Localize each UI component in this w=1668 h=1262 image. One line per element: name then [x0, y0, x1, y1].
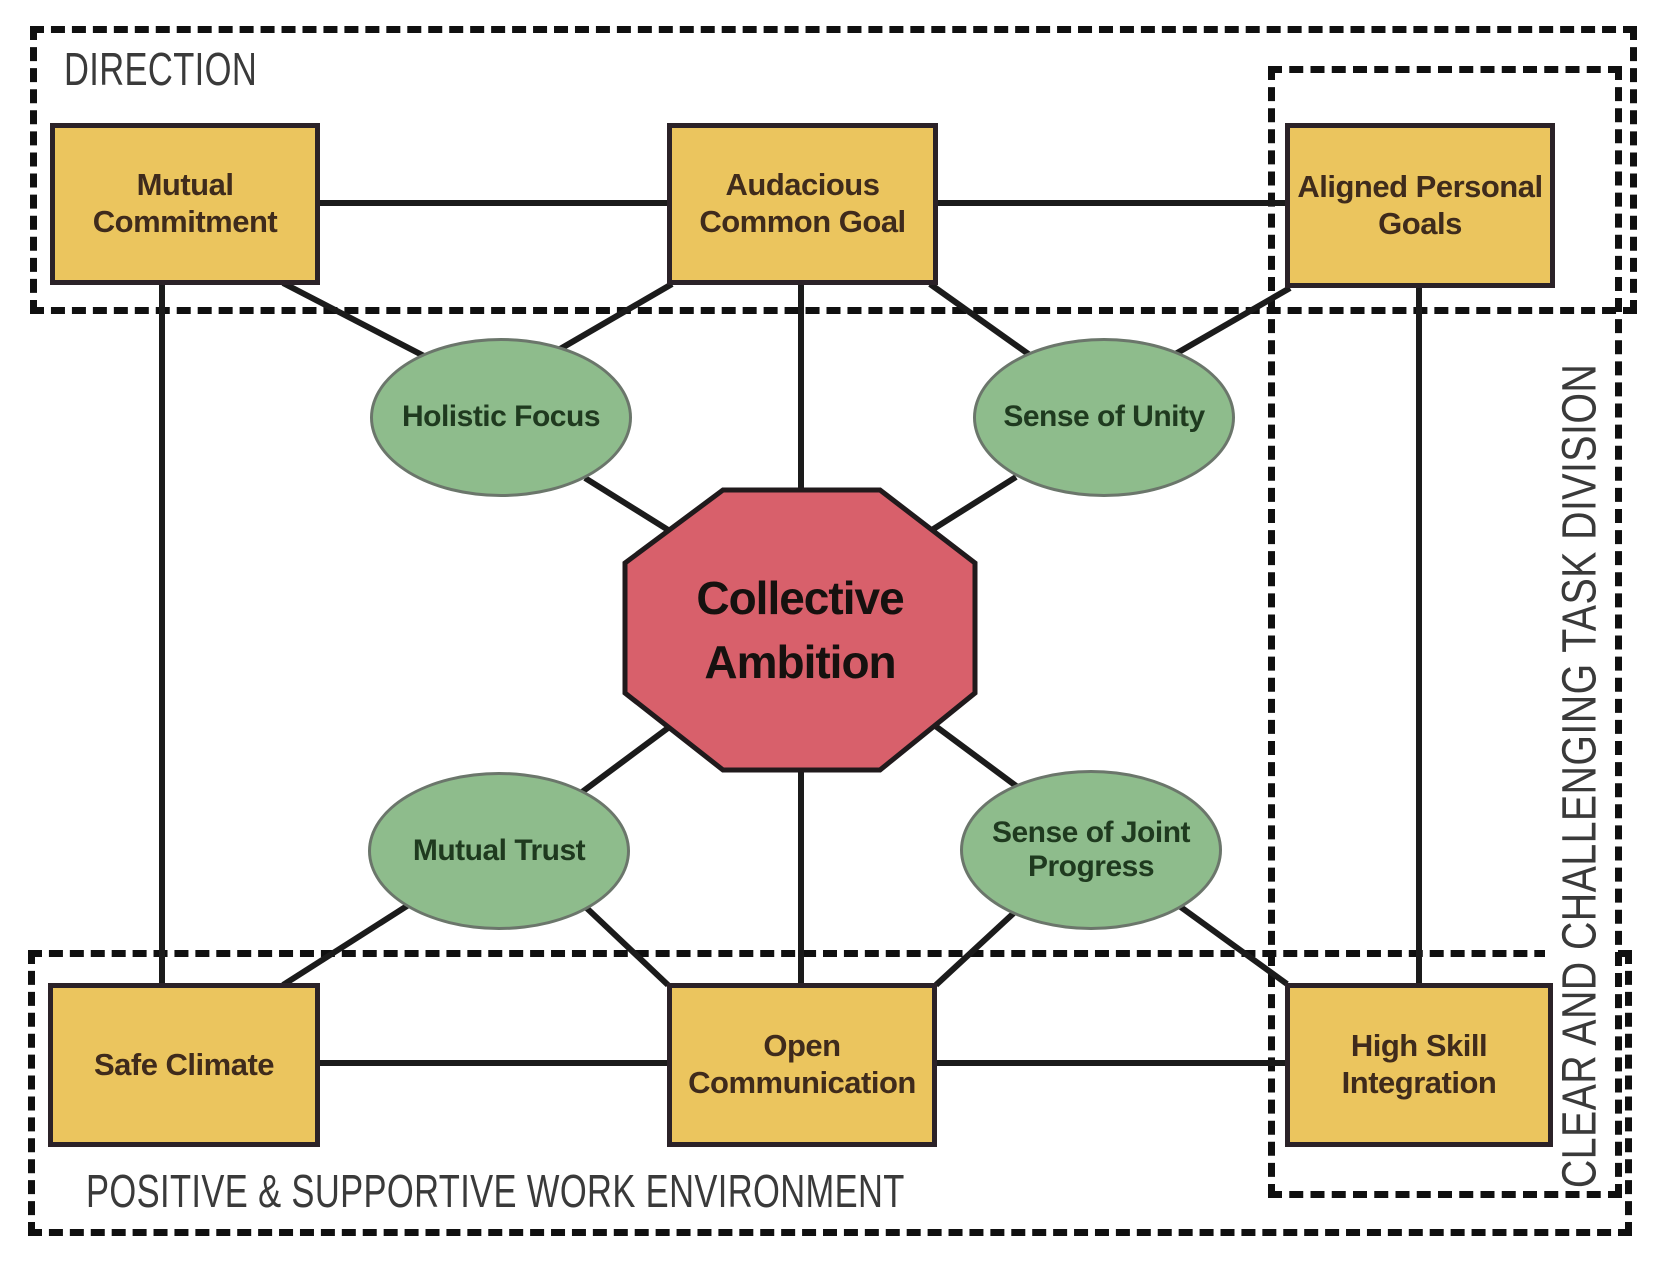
edge-collective-ambition--mutual-trust	[576, 725, 670, 798]
zone-task-division	[1268, 66, 1622, 1198]
edge-aligned-personal-goals--sense-of-unity	[1156, 285, 1292, 367]
zone-direction	[30, 26, 1637, 314]
node-label: Sense of Joint	[991, 815, 1191, 849]
node-label: Holistic Focus	[401, 400, 601, 434]
zone-work-environment	[28, 950, 1632, 1236]
node-mutual-trust: Mutual Trust	[368, 772, 630, 930]
node-holistic-focus: Holistic Focus	[370, 338, 632, 497]
node-collective-ambition-label: Collective Ambition	[655, 558, 945, 702]
zone-task-division-label: CLEAR AND CHALLENGING TASK DIVISION	[1553, 363, 1607, 1189]
node-label: Mutual	[136, 167, 234, 203]
node-sense-of-unity: Sense of Unity	[973, 338, 1235, 497]
node-label: High Skill	[1350, 1028, 1488, 1064]
node-aligned-personal-goals: Aligned Personal Goals	[1285, 123, 1555, 288]
zone-border-gap	[1545, 941, 1615, 963]
node-label: Progress	[1027, 850, 1155, 883]
node-label: Communication	[688, 1065, 916, 1100]
node-mutual-commitment: Mutual Commitment	[50, 123, 320, 285]
node-label: Common Goal	[699, 204, 906, 239]
node-sense-of-joint-progress: Sense of Joint Progress	[960, 770, 1222, 930]
edge-open-communication--mutual-trust	[572, 894, 671, 988]
node-label: Collective	[696, 571, 904, 624]
octagon-shape	[622, 487, 978, 773]
zone-direction-label: DIRECTION	[64, 43, 258, 95]
node-label: Sense of Unity	[1003, 400, 1205, 434]
node-audacious-common-goal: Audacious Common Goal	[667, 123, 938, 285]
zone-work-environment-label: POSITIVE & SUPPORTIVE WORK ENVIRONMENT	[86, 1165, 905, 1217]
node-label: Aligned Personal	[1297, 168, 1543, 204]
node-label: Safe Climate	[93, 1046, 275, 1082]
node-label: Mutual Trust	[412, 833, 586, 867]
node-safe-climate: Safe Climate	[48, 983, 320, 1147]
node-label: Audacious	[725, 167, 880, 203]
edge-audacious-common-goal--holistic-focus	[546, 281, 674, 359]
node-label: Commitment	[92, 204, 278, 239]
node-label: Ambition	[704, 636, 896, 688]
node-collective-ambition	[622, 487, 978, 773]
node-open-communication: Open Communication	[667, 983, 937, 1147]
node-label: Goals	[1378, 205, 1462, 241]
node-high-skill-integration: High Skill Integration	[1285, 983, 1553, 1147]
node-label: Integration	[1341, 1065, 1497, 1100]
node-label: Open	[763, 1028, 841, 1064]
